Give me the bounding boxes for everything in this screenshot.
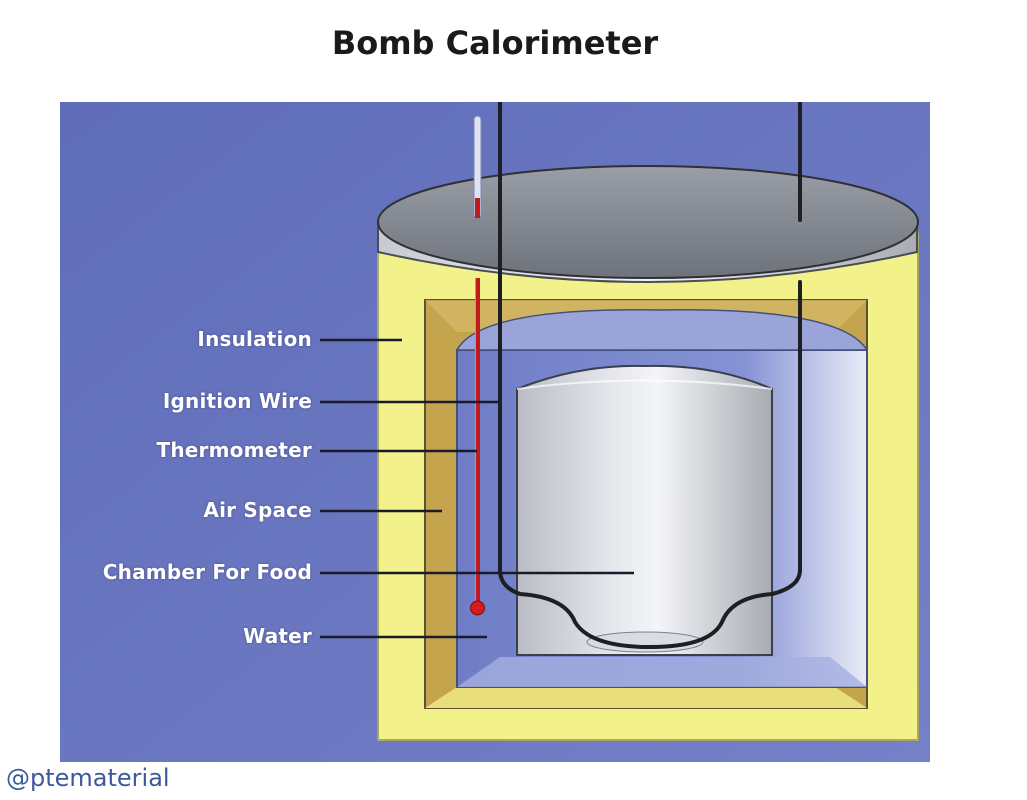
watermark-handle: @ptematerial <box>6 764 170 792</box>
ignition-wire <box>498 102 802 650</box>
label-air-space: Air Space <box>203 498 312 522</box>
lid <box>377 165 919 279</box>
label-thermometer: Thermometer <box>156 438 312 462</box>
label-water: Water <box>243 624 312 648</box>
thermometer <box>470 115 485 616</box>
label-insulation: Insulation <box>197 327 312 351</box>
calorimeter-diagram <box>60 102 930 762</box>
label-chamber: Chamber For Food <box>102 560 312 584</box>
label-ignition-wire: Ignition Wire <box>162 389 312 413</box>
page-title: Bomb Calorimeter <box>331 24 659 62</box>
food-chamber <box>516 364 773 656</box>
